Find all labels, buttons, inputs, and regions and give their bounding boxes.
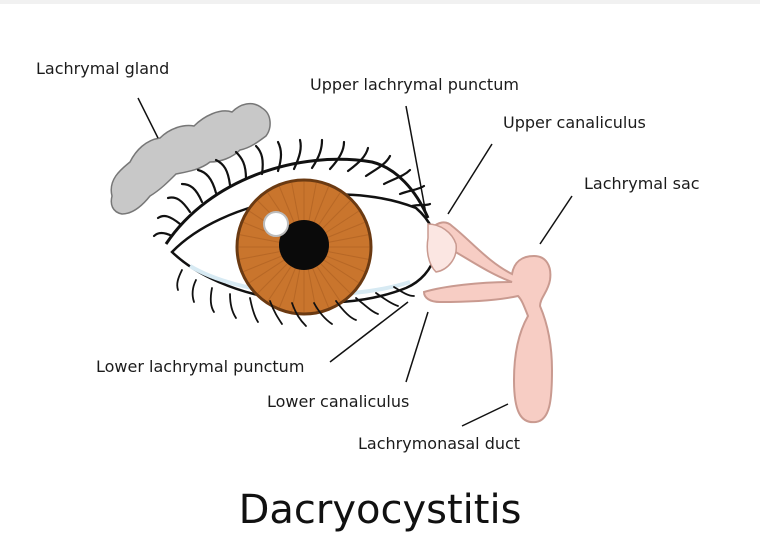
lacrimal-duct-shape xyxy=(422,221,554,424)
label-lachrymal-gland: Lachrymal gland xyxy=(36,59,170,78)
lacrimal-drainage-system xyxy=(422,221,554,424)
pupil xyxy=(279,220,329,270)
label-lachrymonasal-duct: Lachrymonasal duct xyxy=(358,434,521,453)
lower-eyelashes xyxy=(176,269,415,327)
upper-eyelid xyxy=(164,157,430,245)
lacrimal-caruncle xyxy=(426,223,457,273)
label-upper-lachrymal-punctum: Upper lachrymal punctum xyxy=(310,75,519,94)
label-upper-canaliculus: Upper canaliculus xyxy=(503,113,646,132)
upper-eyelashes xyxy=(152,138,432,238)
label-lachrymal-sac: Lachrymal sac xyxy=(584,174,700,193)
diagram-title: Dacryocystitis xyxy=(238,487,522,533)
lachrymal-gland-shape xyxy=(110,102,271,215)
eye-highlight xyxy=(263,211,289,237)
top-border xyxy=(0,0,760,4)
leader-lines xyxy=(137,97,573,427)
label-lower-canaliculus: Lower canaliculus xyxy=(267,392,410,411)
label-lower-lachrymal-punctum: Lower lachrymal punctum xyxy=(96,357,305,376)
